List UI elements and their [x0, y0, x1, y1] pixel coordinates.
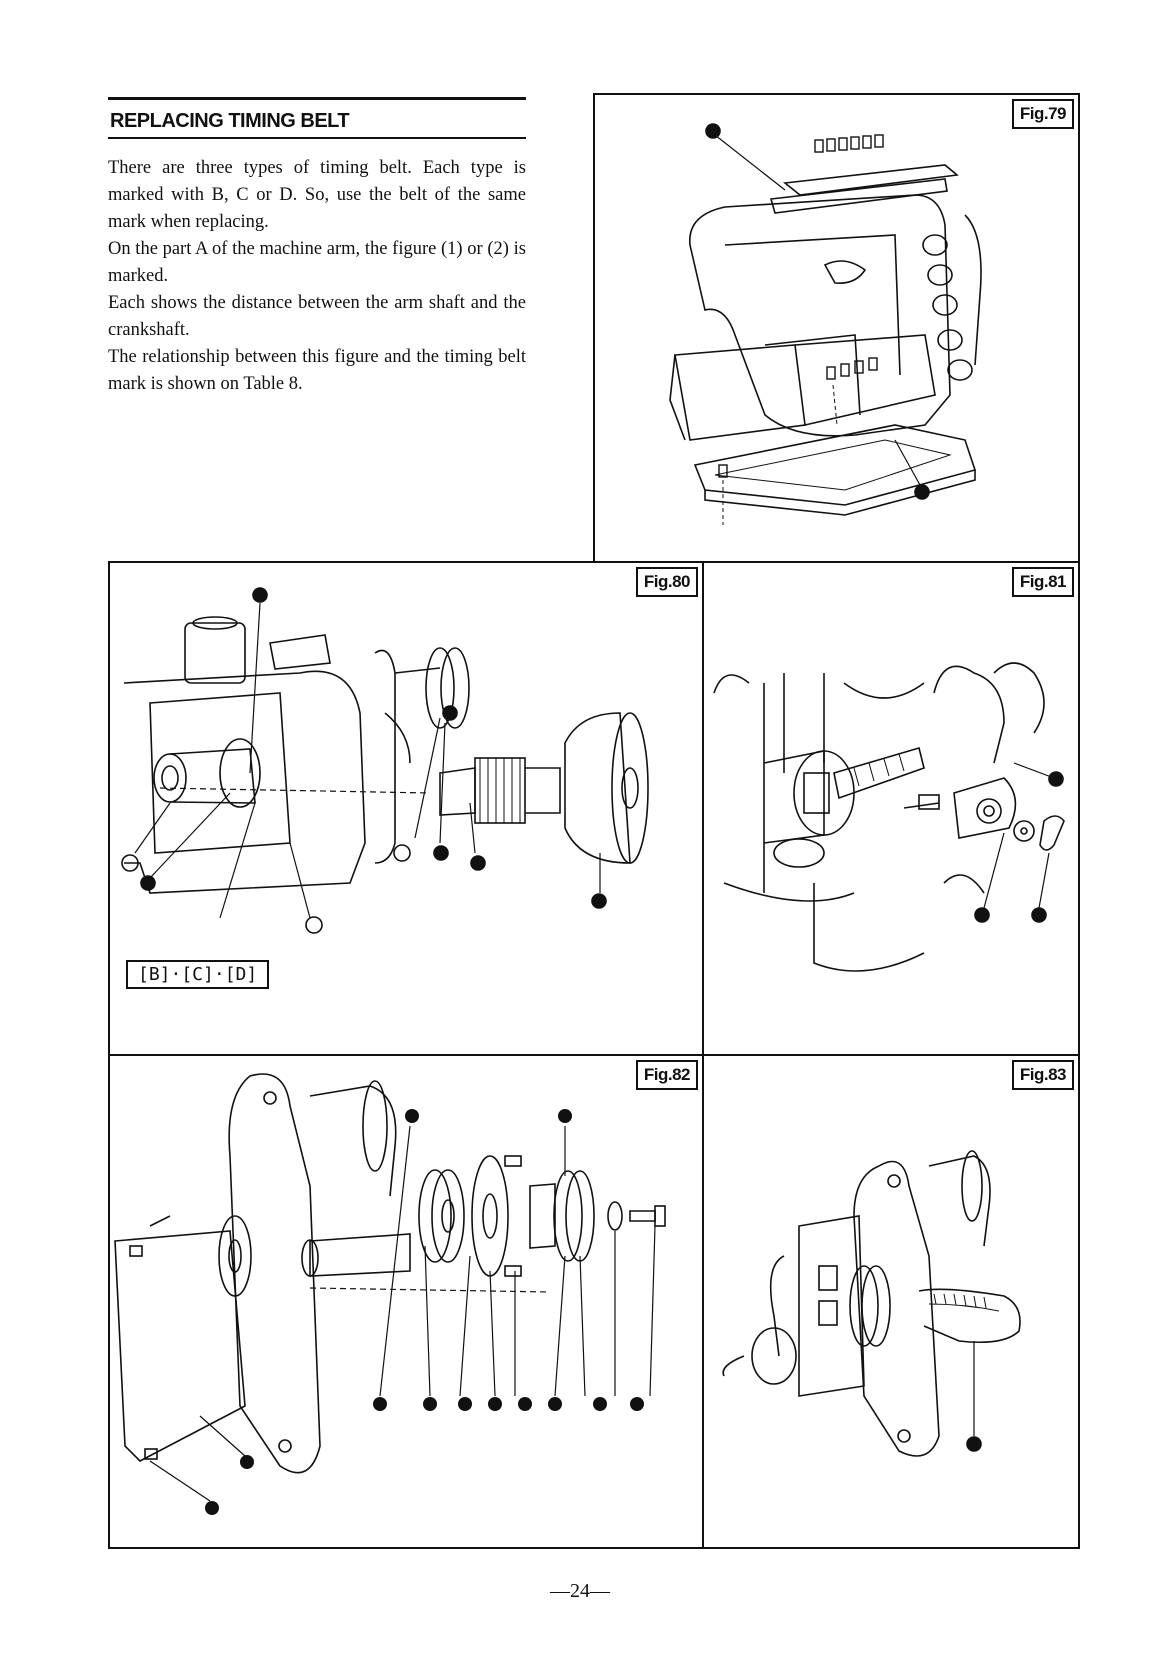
paragraph: The relationship between this figure and…: [108, 347, 526, 394]
figure-81-panel: Fig.81: [702, 561, 1080, 1056]
figure-83-drawing: [722, 1150, 1021, 1457]
figure-82-label: Fig.82: [635, 1060, 698, 1090]
figure-81-label: Fig.81: [1011, 567, 1074, 597]
belt-marks-box: [B]·[C]·[D]: [126, 960, 270, 989]
figure-80-panel: Fig.80: [108, 561, 704, 1056]
screw-row-top: [814, 134, 884, 153]
figure-79-drawing: [669, 123, 982, 525]
figure-82-drawing: [114, 1073, 666, 1515]
figure-79-label: Fig.79: [1011, 99, 1074, 129]
section-title: REPLACING TIMING BELT: [110, 110, 350, 132]
thread-spools: [922, 234, 973, 381]
paragraph: Each shows the distance between the arm …: [108, 293, 526, 340]
figure-80-label: Fig.80: [635, 567, 698, 597]
figure-83-panel: Fig.83: [702, 1054, 1080, 1549]
figure-80-drawing: [121, 587, 649, 934]
title-rule-top: [108, 97, 526, 100]
paragraph: There are three types of timing belt. Ea…: [108, 158, 526, 232]
title-rule-bottom: [108, 137, 526, 139]
figure-81-drawing: [713, 662, 1065, 972]
page-number: —24—: [550, 1580, 610, 1602]
section-body: There are three types of timing belt. Ea…: [108, 155, 526, 398]
figure-83-label: Fig.83: [1011, 1060, 1074, 1090]
screw-row-mid: [826, 357, 878, 380]
figure-82-panel: Fig.82: [108, 1054, 704, 1549]
paragraph: On the part A of the machine arm, the fi…: [108, 239, 526, 286]
figure-79-panel: Fig.79: [593, 93, 1080, 563]
section-replacing-timing-belt: REPLACING TIMING BELT There are three ty…: [108, 97, 526, 398]
